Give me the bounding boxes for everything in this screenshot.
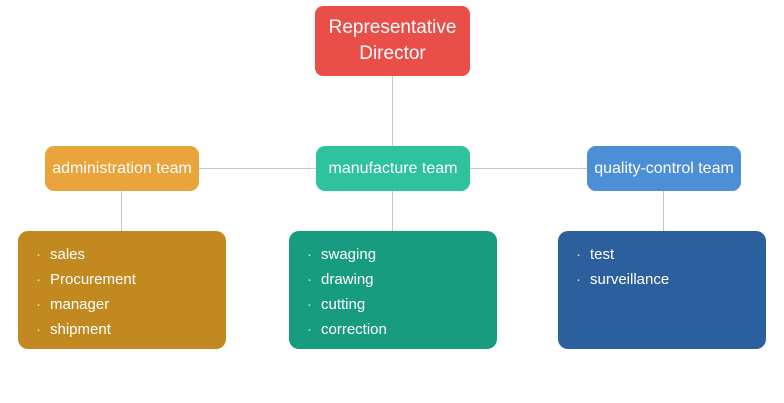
member-label: shipment: [50, 321, 111, 338]
list-item: · manager: [36, 292, 216, 317]
bullet-icon: ·: [307, 271, 312, 288]
member-label: Procurement: [50, 271, 136, 288]
team-body-administration: · sales · Procurement · manager · shipme…: [18, 231, 226, 349]
connector-administration-to-manufacture: [199, 168, 316, 169]
list-item: · shipment: [36, 317, 216, 342]
bullet-icon: ·: [576, 246, 581, 263]
connector-quality-control-header-to-body: [663, 191, 664, 231]
list-item: · sales: [36, 242, 216, 267]
member-label: manager: [50, 296, 110, 313]
list-item: · drawing: [307, 267, 487, 292]
member-label: test: [590, 246, 615, 263]
member-label: surveillance: [590, 271, 670, 288]
bullet-icon: ·: [576, 271, 581, 288]
administration-member-list: · sales · Procurement · manager · shipme…: [36, 242, 216, 342]
bullet-icon: ·: [307, 296, 312, 313]
bullet-icon: ·: [307, 321, 312, 338]
manufacture-member-list: · swaging · drawing · cutting · correcti…: [307, 242, 487, 342]
list-item: · Procurement: [36, 267, 216, 292]
team-body-manufacture: · swaging · drawing · cutting · correcti…: [289, 231, 497, 349]
root-node-representative-director: Representative Director: [315, 6, 470, 76]
bullet-icon: ·: [307, 246, 312, 263]
connector-manufacture-to-quality-control: [470, 168, 587, 169]
bullet-icon: ·: [36, 321, 41, 338]
bullet-icon: ·: [36, 271, 41, 288]
list-item: · test: [576, 242, 756, 267]
member-label: sales: [50, 246, 86, 263]
list-item: · cutting: [307, 292, 487, 317]
member-label: correction: [321, 321, 387, 338]
list-item: · swaging: [307, 242, 487, 267]
team-body-quality-control: · test · surveillance: [558, 231, 766, 349]
list-item: · surveillance: [576, 267, 756, 292]
bullet-icon: ·: [36, 246, 41, 263]
connector-manufacture-header-to-body: [392, 191, 393, 231]
member-label: drawing: [321, 271, 374, 288]
connector-root-to-manufacture: [392, 76, 393, 146]
team-header-administration: administration team: [45, 146, 199, 191]
member-label: swaging: [321, 246, 377, 263]
team-header-quality-control: quality-control team: [587, 146, 741, 191]
quality-control-member-list: · test · surveillance: [576, 242, 756, 292]
list-item: · correction: [307, 317, 487, 342]
bullet-icon: ·: [36, 296, 41, 313]
team-header-manufacture: manufacture team: [316, 146, 470, 191]
connector-administration-header-to-body: [121, 191, 122, 231]
member-label: cutting: [321, 296, 366, 313]
